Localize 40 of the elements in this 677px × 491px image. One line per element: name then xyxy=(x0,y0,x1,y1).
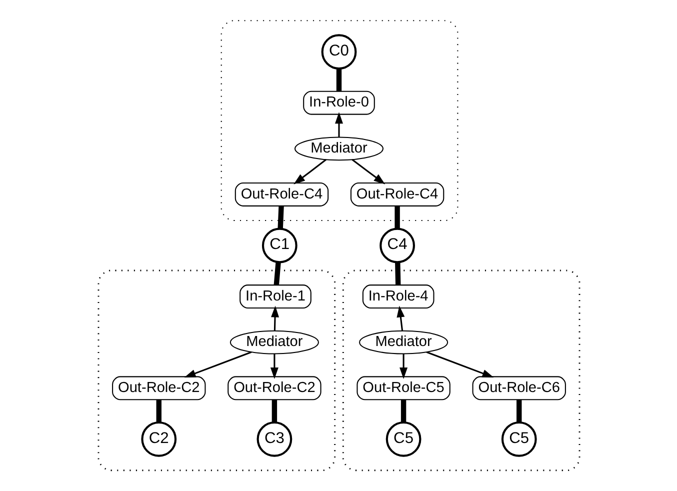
node-circle: C5 xyxy=(500,421,536,457)
connector xyxy=(394,206,400,229)
node-box: Out-Role-C2 xyxy=(112,376,206,400)
node-box: Out-Role-C6 xyxy=(472,376,566,400)
node-box: Out-Role-C5 xyxy=(356,376,450,400)
arrow xyxy=(184,351,252,378)
node-ellipse: Mediator xyxy=(229,330,318,354)
connector xyxy=(516,400,522,422)
cluster xyxy=(220,20,458,222)
node-circle: C0 xyxy=(320,34,356,70)
node-circle: C1 xyxy=(261,228,297,264)
node-box: In-Role-0 xyxy=(302,90,374,115)
node-box: In-Role-1 xyxy=(239,284,311,308)
connector xyxy=(271,400,277,422)
connector xyxy=(400,400,406,422)
connector xyxy=(156,400,161,422)
node-ellipse: Mediator xyxy=(294,136,384,161)
node-circle: C4 xyxy=(379,228,414,264)
arrow xyxy=(270,354,278,379)
node-box: Out-Role-C2 xyxy=(227,376,321,400)
connector xyxy=(394,262,400,285)
arrow xyxy=(426,351,494,378)
cluster xyxy=(97,270,336,472)
connector xyxy=(273,262,280,286)
node-circle: C3 xyxy=(256,421,292,457)
node-circle: C5 xyxy=(385,421,421,457)
cluster xyxy=(342,270,580,472)
connector xyxy=(277,206,284,229)
node-ellipse: Mediator xyxy=(358,330,448,354)
arrow xyxy=(351,159,385,184)
arrow xyxy=(334,112,343,138)
arrow xyxy=(399,354,408,379)
node-circle: C2 xyxy=(140,421,176,457)
arrow xyxy=(270,306,279,331)
arrow xyxy=(293,159,326,184)
connector xyxy=(336,68,342,92)
node-box: Out-Role-C4 xyxy=(234,182,328,206)
arrow xyxy=(396,306,404,331)
node-box: In-Role-4 xyxy=(362,284,434,308)
node-box: Out-Role-C4 xyxy=(350,182,444,206)
